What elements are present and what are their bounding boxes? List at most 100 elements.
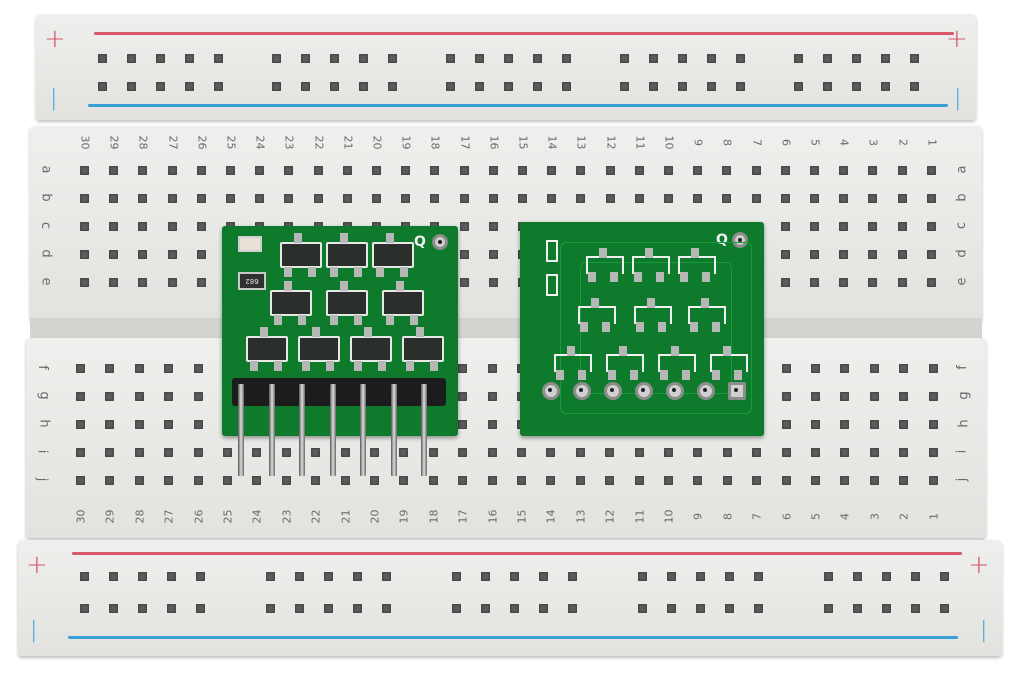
tie-point[interactable] [780, 250, 790, 259]
tie-point[interactable] [664, 448, 673, 457]
rail-hole[interactable] [196, 572, 205, 581]
rail-hole[interactable] [98, 54, 107, 63]
tie-point[interactable] [899, 392, 909, 401]
tie-point[interactable] [340, 448, 350, 457]
tie-point[interactable] [134, 364, 144, 373]
tie-point[interactable] [781, 392, 791, 401]
tie-point[interactable] [458, 392, 468, 401]
tie-point[interactable] [869, 448, 879, 457]
tie-point[interactable] [313, 194, 323, 203]
rail-hole[interactable] [678, 82, 687, 91]
tie-point[interactable] [722, 448, 732, 457]
rail-hole[interactable] [167, 572, 176, 581]
rail-hole[interactable] [667, 604, 676, 613]
tie-point[interactable] [575, 448, 585, 457]
tie-point[interactable] [458, 364, 468, 373]
rail-hole[interactable] [568, 572, 577, 581]
tie-point[interactable] [634, 166, 644, 175]
tie-point[interactable] [811, 364, 820, 373]
tie-point[interactable] [196, 278, 206, 287]
tie-point[interactable] [487, 476, 497, 485]
tie-point[interactable] [488, 166, 498, 175]
tie-point[interactable] [487, 364, 497, 373]
tie-point[interactable] [634, 448, 644, 457]
tie-point[interactable] [223, 448, 232, 457]
tie-point[interactable] [810, 194, 819, 203]
rail-hole[interactable] [852, 54, 861, 63]
tie-point[interactable] [164, 364, 174, 373]
tie-point[interactable] [780, 278, 790, 287]
rail-hole[interactable] [754, 604, 763, 613]
tie-point[interactable] [575, 476, 585, 485]
rail-hole[interactable] [881, 54, 890, 63]
tie-point[interactable] [430, 194, 440, 203]
tie-point[interactable] [342, 166, 352, 175]
rail-hole[interactable] [754, 572, 763, 581]
tie-point[interactable] [752, 476, 762, 485]
tie-point[interactable] [693, 166, 703, 175]
tie-point[interactable] [459, 166, 469, 175]
tie-point[interactable] [928, 420, 938, 429]
rail-hole[interactable] [481, 604, 490, 613]
tie-point[interactable] [576, 194, 586, 203]
tie-point[interactable] [370, 448, 379, 457]
tie-point[interactable] [605, 166, 615, 175]
tie-point[interactable] [897, 250, 907, 259]
tie-point[interactable] [105, 392, 115, 401]
rail-hole[interactable] [272, 54, 281, 63]
tie-point[interactable] [76, 448, 85, 457]
tie-point[interactable] [899, 364, 909, 373]
tie-point[interactable] [869, 476, 879, 485]
tie-point[interactable] [840, 448, 850, 457]
rail-hole[interactable] [696, 572, 705, 581]
rail-hole[interactable] [794, 54, 803, 63]
tie-point[interactable] [517, 448, 526, 457]
tie-point[interactable] [458, 420, 468, 429]
tie-point[interactable] [76, 476, 85, 485]
tie-point[interactable] [868, 194, 878, 203]
rail-hole[interactable] [452, 572, 461, 581]
tie-point[interactable] [899, 476, 909, 485]
tie-point[interactable] [428, 476, 438, 485]
tie-point[interactable] [196, 166, 206, 175]
tie-point[interactable] [105, 364, 115, 373]
tie-point[interactable] [839, 194, 849, 203]
rail-hole[interactable] [353, 572, 362, 581]
rail-hole[interactable] [539, 572, 548, 581]
tie-point[interactable] [810, 250, 819, 259]
tie-point[interactable] [342, 194, 352, 203]
rail-hole[interactable] [504, 54, 513, 63]
tie-point[interactable] [311, 448, 321, 457]
tie-point[interactable] [840, 392, 850, 401]
tie-point[interactable] [340, 476, 350, 485]
tie-point[interactable] [167, 250, 177, 259]
rail-hole[interactable] [353, 604, 362, 613]
rail-hole[interactable] [475, 54, 484, 63]
tie-point[interactable] [76, 364, 85, 373]
tie-point[interactable] [226, 166, 235, 175]
tie-point[interactable] [459, 194, 469, 203]
rail-hole[interactable] [823, 82, 832, 91]
tie-point[interactable] [80, 194, 89, 203]
tie-point[interactable] [897, 194, 907, 203]
rail-hole[interactable] [382, 604, 391, 613]
rail-hole[interactable] [911, 572, 920, 581]
tie-point[interactable] [252, 476, 262, 485]
rail-hole[interactable] [295, 572, 304, 581]
tie-point[interactable] [897, 166, 907, 175]
tie-point[interactable] [605, 476, 615, 485]
rail-hole[interactable] [359, 82, 368, 91]
tie-point[interactable] [781, 364, 791, 373]
rail-hole[interactable] [330, 54, 339, 63]
rail-hole[interactable] [185, 54, 194, 63]
tie-point[interactable] [810, 222, 819, 231]
tie-point[interactable] [164, 420, 174, 429]
rail-hole[interactable] [324, 604, 333, 613]
tie-point[interactable] [547, 194, 557, 203]
tie-point[interactable] [751, 194, 761, 203]
tie-point[interactable] [196, 194, 206, 203]
tie-point[interactable] [811, 420, 820, 429]
tie-point[interactable] [780, 166, 790, 175]
tie-point[interactable] [134, 476, 144, 485]
rail-hole[interactable] [725, 604, 734, 613]
